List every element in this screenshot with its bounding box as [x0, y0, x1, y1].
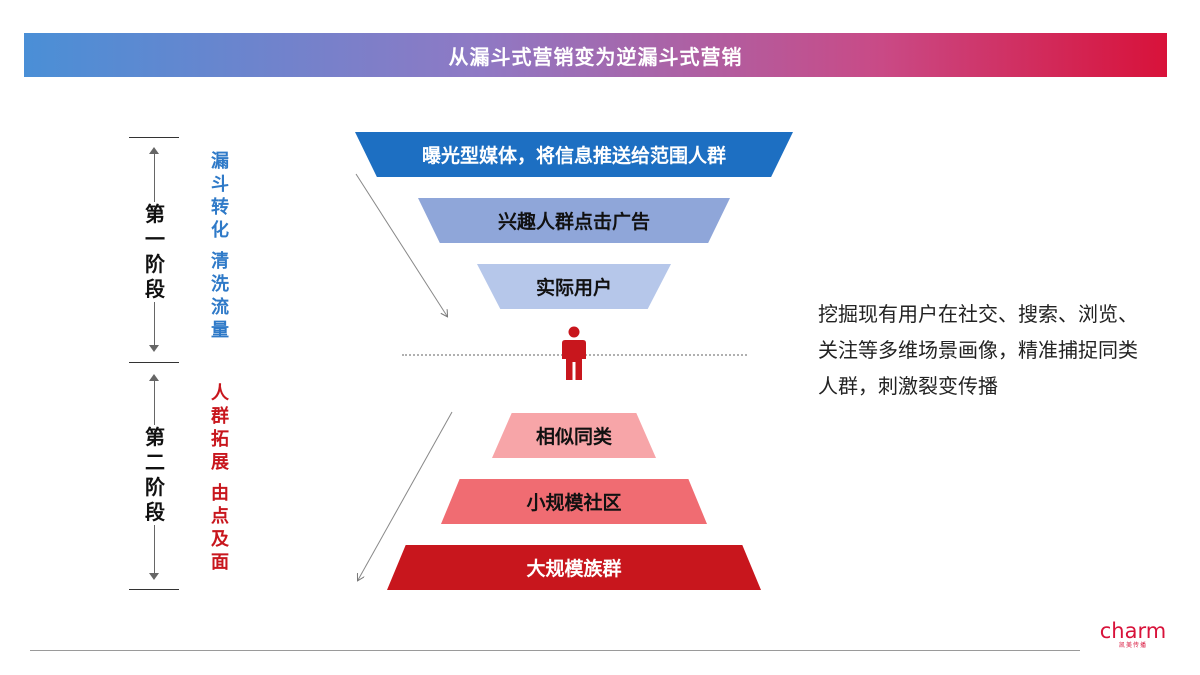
- stage-divider-line: [129, 362, 179, 363]
- stage-2-side-text-2: 由点及面: [211, 483, 229, 573]
- arrow-up-icon: [149, 147, 159, 154]
- funnel-layer-interest: 兴趣人群点击广告: [418, 198, 730, 243]
- title-bar: 从漏斗式营销变为逆漏斗式营销: [24, 33, 1167, 77]
- funnel-down-arrow: [355, 173, 447, 316]
- arrow-up-icon: [149, 374, 159, 381]
- logo-word: charm: [1099, 619, 1167, 643]
- arrow-down-icon: [149, 345, 159, 352]
- stage-1-top-line: [129, 137, 179, 138]
- charm-logo: charm 凯美传播: [1098, 620, 1168, 650]
- pyramid-layer-similar: 相似同类: [492, 413, 656, 458]
- stage-1-side-text-2: 清洗流量: [211, 251, 229, 341]
- page-title: 从漏斗式营销变为逆漏斗式营销: [448, 44, 743, 69]
- footer-line: [30, 650, 1080, 651]
- description-text: 挖掘现有用户在社交、搜索、浏览、关注等多维场景画像，精准捕捉同类人群，刺激裂变传…: [818, 302, 1138, 398]
- stage-1-side-text-1: 漏斗转化: [211, 151, 229, 241]
- funnel-layer-actual-users: 实际用户: [477, 264, 671, 309]
- logo-subtitle: 凯美传播: [1118, 642, 1147, 649]
- person-icon: [562, 326, 586, 380]
- stage-1-label: 第一阶段: [141, 202, 169, 302]
- pyramid-layer-large-group: 大规模族群: [387, 545, 761, 590]
- funnel-layer-exposure: 曝光型媒体，将信息推送给范围人群: [355, 132, 793, 177]
- arrow-down-icon: [149, 573, 159, 580]
- stage-2-label: 第二阶段: [141, 425, 169, 525]
- stage-2-bottom-line: [129, 589, 179, 590]
- pyramid-layer-small-community: 小规模社区: [441, 479, 707, 524]
- stage-2-side-text-1: 人群拓展: [211, 383, 229, 473]
